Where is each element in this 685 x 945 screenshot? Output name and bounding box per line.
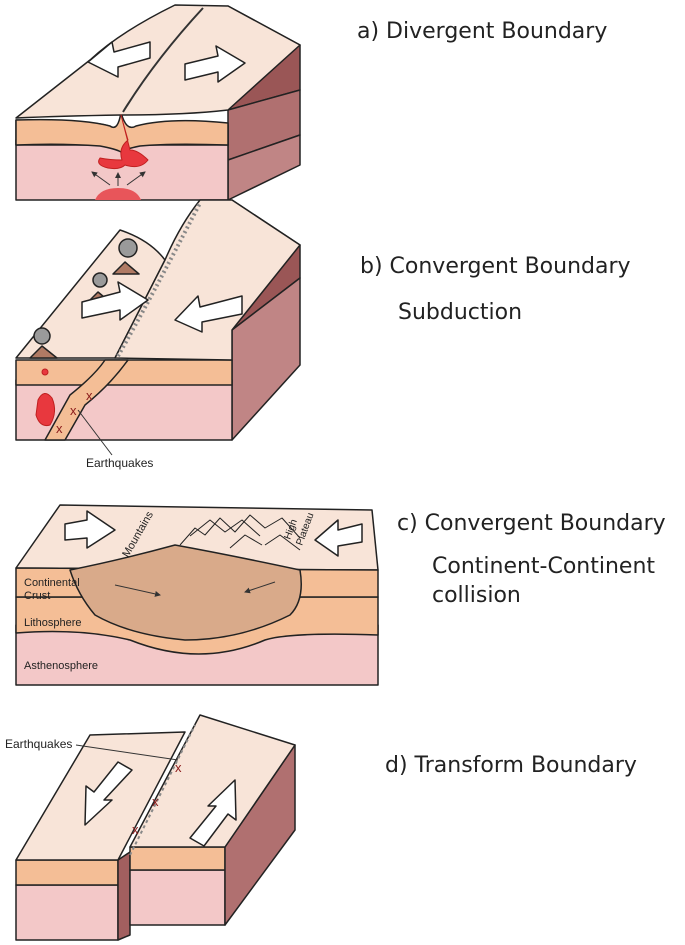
panel-b-slab xyxy=(44,359,129,441)
panel-b-right-plate-top xyxy=(114,199,301,361)
panel-b-quake-leader xyxy=(77,409,113,456)
panel-d-fault-line xyxy=(129,724,196,856)
panel-b-subtitle: Subduction xyxy=(398,300,522,325)
panel-c-collision-block xyxy=(15,504,379,686)
panel-a-title: a) Divergent Boundary xyxy=(357,19,607,44)
panel-c-subtitle-2: collision xyxy=(432,583,521,608)
panel-b-arrow-right xyxy=(81,281,149,321)
panel-c-title: c) Convergent Boundary xyxy=(397,511,666,536)
panel-d-quake-mark-2: x xyxy=(152,794,159,809)
panel-c-crust-label-1: Continental xyxy=(24,577,80,589)
panel-d-right-top xyxy=(129,714,296,848)
panel-c-asthenosphere-label: Asthenosphere xyxy=(24,660,98,672)
panel-b-quake-mark-2: x xyxy=(70,403,77,418)
panel-c-mountains xyxy=(179,514,301,551)
panel-b-arrow-left xyxy=(174,295,243,333)
panel-d-title: d) Transform Boundary xyxy=(385,753,637,778)
panel-b-title: b) Convergent Boundary xyxy=(360,254,631,279)
panel-c-arrow-left xyxy=(314,519,363,557)
panel-b-magma xyxy=(35,393,56,426)
panel-d-left-front-crust xyxy=(15,859,119,886)
panel-a-divergent-block xyxy=(15,4,301,201)
panel-d-quake-leader xyxy=(75,744,179,761)
panel-d-right-front-mantle xyxy=(129,869,226,926)
panel-c-lithosphere-label: Lithosphere xyxy=(24,617,82,629)
panel-d-left-side xyxy=(117,851,131,941)
panel-d-right-front-crust xyxy=(129,846,226,871)
panel-b-volcano-3 xyxy=(29,345,58,359)
panel-b-quake-mark-1: x xyxy=(86,388,93,403)
panel-b-trench xyxy=(116,202,202,357)
panel-d-arrow-up-right xyxy=(189,779,237,847)
panel-b-smoke-3 xyxy=(33,327,51,345)
panel-b-smoke-2 xyxy=(92,272,108,288)
panel-d-transform-block: x x x xyxy=(15,714,296,941)
panel-a-front-crust-band xyxy=(15,111,229,153)
panel-d-quake-mark-1: x xyxy=(175,760,182,775)
panel-d-earthquakes-label: Earthquakes xyxy=(5,737,72,751)
panel-a-magma-column xyxy=(98,114,149,170)
panel-b-smoke-1 xyxy=(118,238,138,258)
panel-d-left-front-mantle xyxy=(15,884,119,941)
panel-a-arrow-left xyxy=(87,41,151,78)
panel-a-arrow-right xyxy=(184,45,246,83)
panel-c-crust-label-2: Crust xyxy=(24,590,50,602)
panel-a-magma-plume xyxy=(95,188,141,200)
panel-c-crust-root xyxy=(69,544,302,641)
panel-b-earthquakes-label: Earthquakes xyxy=(86,456,153,470)
panel-c-subtitle-1: Continent-Continent xyxy=(432,554,655,579)
panel-d-arrow-down-left xyxy=(84,761,133,826)
panel-b-quake-mark-3: x xyxy=(56,421,63,436)
panel-b-subduction-block: x x x xyxy=(15,199,301,441)
panel-b-volcano-1 xyxy=(112,261,140,275)
panel-a-rift xyxy=(122,7,204,113)
panel-b-front-crust xyxy=(15,359,233,386)
panel-d-quake-mark-3: x xyxy=(132,822,139,837)
panel-c-arrow-right xyxy=(64,510,116,549)
